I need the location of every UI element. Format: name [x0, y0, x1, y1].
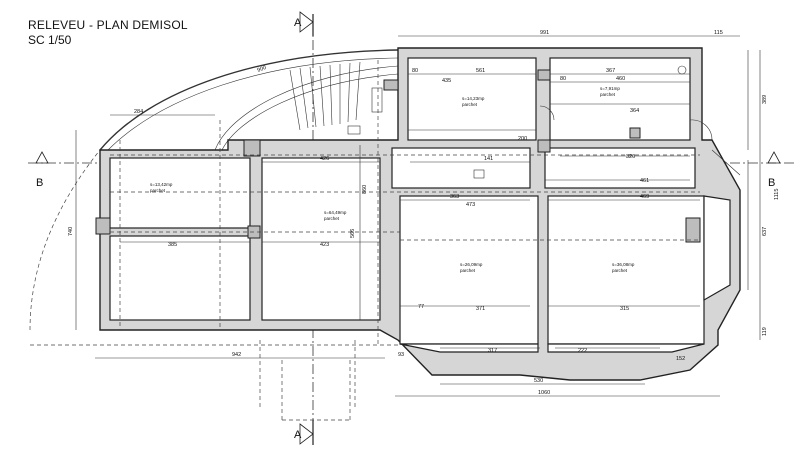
dim-530: 530: [534, 378, 543, 384]
rooms: [109, 57, 731, 353]
dim-860: 860: [362, 185, 368, 194]
dim-900: 900: [257, 65, 268, 74]
room-2-area: s=64,49mp: [324, 210, 347, 215]
room-labels: s=13,42mp parchet s=64,49mp parchet s=14…: [150, 86, 635, 273]
beam-lines: [30, 60, 700, 421]
dimension-lines: [75, 35, 761, 397]
dim-566: 566: [350, 229, 356, 238]
room-1b: [109, 235, 251, 321]
dim-152: 152: [676, 356, 685, 362]
dim-561: 561: [476, 68, 485, 74]
room-4-floor: parchet: [460, 268, 476, 273]
dim-371: 371: [476, 306, 485, 312]
dim-1115: 1115: [774, 189, 780, 200]
title-block: RELEVEU - PLAN DEMISOL SC 1/50: [28, 18, 188, 48]
dim-364: 364: [630, 108, 639, 114]
room-6: [703, 195, 731, 302]
dimension-labels: 991 115 900 284 80 435 561 367 460 80 36…: [68, 30, 780, 396]
section-label-b-left: B: [36, 177, 43, 189]
section-label-a-bottom: A: [294, 429, 302, 441]
room-6-floor: parchet: [600, 92, 616, 97]
dim-461: 461: [640, 178, 649, 184]
dim-473: 473: [466, 202, 475, 208]
room-3-area: s=14,23mp: [462, 96, 485, 101]
dim-1060: 1060: [538, 390, 550, 396]
dim-460: 460: [616, 76, 625, 82]
dim-367: 367: [606, 68, 615, 74]
room-5: [547, 195, 705, 345]
dim-77: 77: [418, 304, 424, 310]
drawing-scale: SC 1/50: [28, 33, 72, 47]
door-swings: [347, 65, 741, 179]
dim-363: 363: [450, 194, 459, 200]
room-3: [407, 57, 537, 141]
curved-wall: [29, 49, 399, 331]
corridor: [391, 147, 531, 189]
dim-320: 320: [626, 154, 635, 160]
dim-119: 119: [762, 327, 768, 336]
room-6-area: s=7,91mp: [600, 86, 620, 91]
dim-426: 426: [320, 156, 329, 162]
dim-315: 315: [620, 306, 629, 312]
dim-222: 222: [578, 348, 587, 354]
drawing-title: RELEVEU - PLAN DEMISOL: [28, 18, 188, 32]
dim-284: 284: [134, 109, 143, 115]
room-5-area: s=36,08mp: [612, 262, 635, 267]
columns: [95, 69, 701, 243]
dim-200: 200: [518, 136, 527, 142]
room-2-floor: parchet: [324, 216, 340, 221]
room-1-area: s=13,42mp: [150, 182, 173, 187]
room-1-floor: parchet: [150, 188, 166, 193]
section-label-a-top: A: [294, 17, 302, 29]
dim-385: 385: [168, 242, 177, 248]
dim-740: 740: [68, 227, 74, 236]
corridor-2: [544, 147, 696, 189]
dim-991: 991: [540, 30, 549, 36]
dim-141: 141: [484, 156, 493, 162]
room-2: [261, 157, 381, 321]
dim-435: 435: [442, 78, 451, 84]
dim-317: 317: [488, 348, 497, 354]
room-4: [399, 195, 539, 345]
dim-423: 423: [320, 242, 329, 248]
room-3-floor: parchet: [462, 102, 478, 107]
dim-469: 469: [640, 194, 649, 200]
stair-lines: [289, 61, 361, 131]
section-label-b-right: B: [768, 177, 775, 189]
dim-80b: 80: [560, 76, 566, 82]
dim-389: 389: [762, 95, 768, 104]
room-3b: [549, 57, 691, 141]
dim-637: 637: [762, 227, 768, 236]
room-5-floor: parchet: [612, 268, 628, 273]
dim-942: 942: [232, 352, 241, 358]
dim-80: 80: [412, 68, 418, 74]
dim-115: 115: [714, 30, 723, 36]
room-1: [109, 157, 251, 229]
room-4-area: s=26,09mp: [460, 262, 483, 267]
dim-93: 93: [398, 352, 404, 358]
